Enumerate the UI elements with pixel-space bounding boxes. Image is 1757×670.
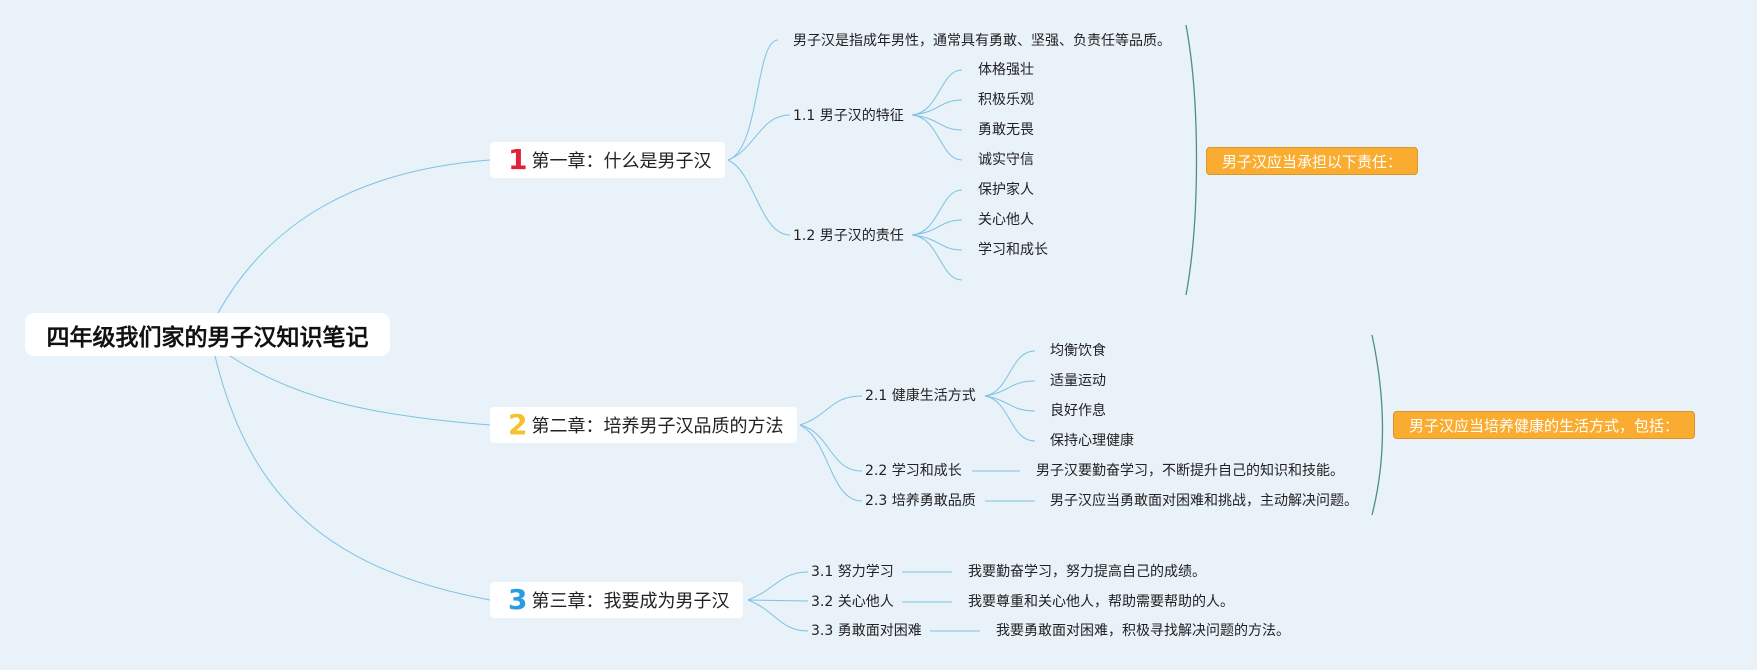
- section-1-1-item-3[interactable]: 勇敢无畏: [978, 122, 1034, 138]
- section-2-2-detail[interactable]: 男子汉要勤奋学习，不断提升自己的知识和技能。: [1036, 463, 1344, 479]
- chapter-1-number: 1: [508, 143, 528, 176]
- section-1-1-item-4[interactable]: 诚实守信: [978, 152, 1034, 168]
- section-1-2-item-2[interactable]: 关心他人: [978, 212, 1034, 228]
- section-2-3-detail[interactable]: 男子汉应当勇敢面对困难和挑战，主动解决问题。: [1050, 493, 1358, 509]
- connector-root-ch2: [229, 355, 491, 426]
- summary-chapter-2[interactable]: 男子汉应当培养健康的生活方式，包括：: [1393, 411, 1696, 439]
- section-2-2[interactable]: 2.2 学习和成长: [865, 463, 962, 479]
- section-3-3-detail[interactable]: 我要勇敢面对困难，积极寻找解决问题的方法。: [996, 623, 1290, 639]
- summary-chapter-1[interactable]: 男子汉应当承担以下责任：: [1206, 147, 1419, 175]
- chapter-3-title: 第三章：我要成为男子汉: [531, 591, 730, 612]
- chapter-1-title: 第一章：什么是男子汉: [531, 151, 712, 172]
- connector-s21-item1: [984, 350, 1036, 397]
- connector-ch2-s23: [799, 424, 863, 502]
- connector-ch2-s21: [799, 395, 863, 426]
- section-3-3[interactable]: 3.3 勇敢面对困难: [811, 623, 922, 639]
- root-topic[interactable]: 四年级我们家的男子汉知识笔记: [25, 313, 390, 356]
- chapter-1-intro[interactable]: 男子汉是指成年男性，通常具有勇敢、坚强、负责任等品质。: [793, 33, 1171, 49]
- section-3-1[interactable]: 3.1 努力学习: [811, 564, 894, 580]
- section-2-1-item-2[interactable]: 适量运动: [1050, 373, 1106, 389]
- chapter-2-title: 第二章：培养男子汉品质的方法: [531, 416, 784, 437]
- chapter-1-topic[interactable]: 1 第一章：什么是男子汉: [490, 142, 726, 178]
- connector-ch1-s11: [727, 114, 791, 161]
- connector-s12-item2: [911, 219, 963, 236]
- connector-ch3-s31: [747, 571, 809, 601]
- connector-s21-item2: [984, 380, 1036, 397]
- section-2-1-item-4[interactable]: 保持心理健康: [1050, 433, 1134, 449]
- connector-root-ch1: [217, 159, 491, 314]
- connector-s12-item4: [911, 234, 963, 281]
- connector-ch1-intro: [727, 39, 779, 161]
- connector-ch1-s12: [727, 159, 791, 236]
- section-3-2-detail[interactable]: 我要尊重和关心他人，帮助需要帮助的人。: [968, 594, 1234, 610]
- section-2-1-item-3[interactable]: 良好作息: [1050, 403, 1106, 419]
- connector-s11-item1: [911, 69, 963, 116]
- section-3-1-detail[interactable]: 我要勤奋学习，努力提高自己的成绩。: [968, 564, 1206, 580]
- section-2-1-item-1[interactable]: 均衡饮食: [1050, 343, 1106, 359]
- chapter-3-topic[interactable]: 3 第三章：我要成为男子汉: [490, 582, 744, 618]
- section-1-2-item-3[interactable]: 学习和成长: [978, 242, 1048, 258]
- section-1-1-item-1[interactable]: 体格强壮: [978, 62, 1034, 78]
- chapter-2-topic[interactable]: 2 第二章：培养男子汉品质的方法: [490, 407, 798, 443]
- connector-ch3-s33: [747, 599, 809, 632]
- connector-s11-item4: [911, 114, 963, 161]
- section-3-2[interactable]: 3.2 关心他人: [811, 594, 894, 610]
- connector-s11-item2: [911, 99, 963, 116]
- section-1-1-item-2[interactable]: 积极乐观: [978, 92, 1034, 108]
- connector-ch2-s22: [799, 424, 863, 472]
- summary-bracket-ch2: [1371, 334, 1384, 516]
- connector-root-ch3: [214, 355, 491, 601]
- section-1-2[interactable]: 1.2 男子汉的责任: [793, 228, 904, 244]
- chapter-3-number: 3: [508, 583, 528, 616]
- connector-s12-item1: [911, 189, 963, 236]
- section-1-2-item-1[interactable]: 保护家人: [978, 182, 1034, 198]
- section-2-1[interactable]: 2.1 健康生活方式: [865, 388, 976, 404]
- chapter-2-number: 2: [508, 408, 528, 441]
- section-1-1[interactable]: 1.1 男子汉的特征: [793, 108, 904, 124]
- connector-s21-item4: [984, 395, 1036, 442]
- section-2-3[interactable]: 2.3 培养勇敢品质: [865, 493, 976, 509]
- connector-ch3-s32: [747, 599, 809, 602]
- summary-bracket-ch1: [1185, 24, 1198, 296]
